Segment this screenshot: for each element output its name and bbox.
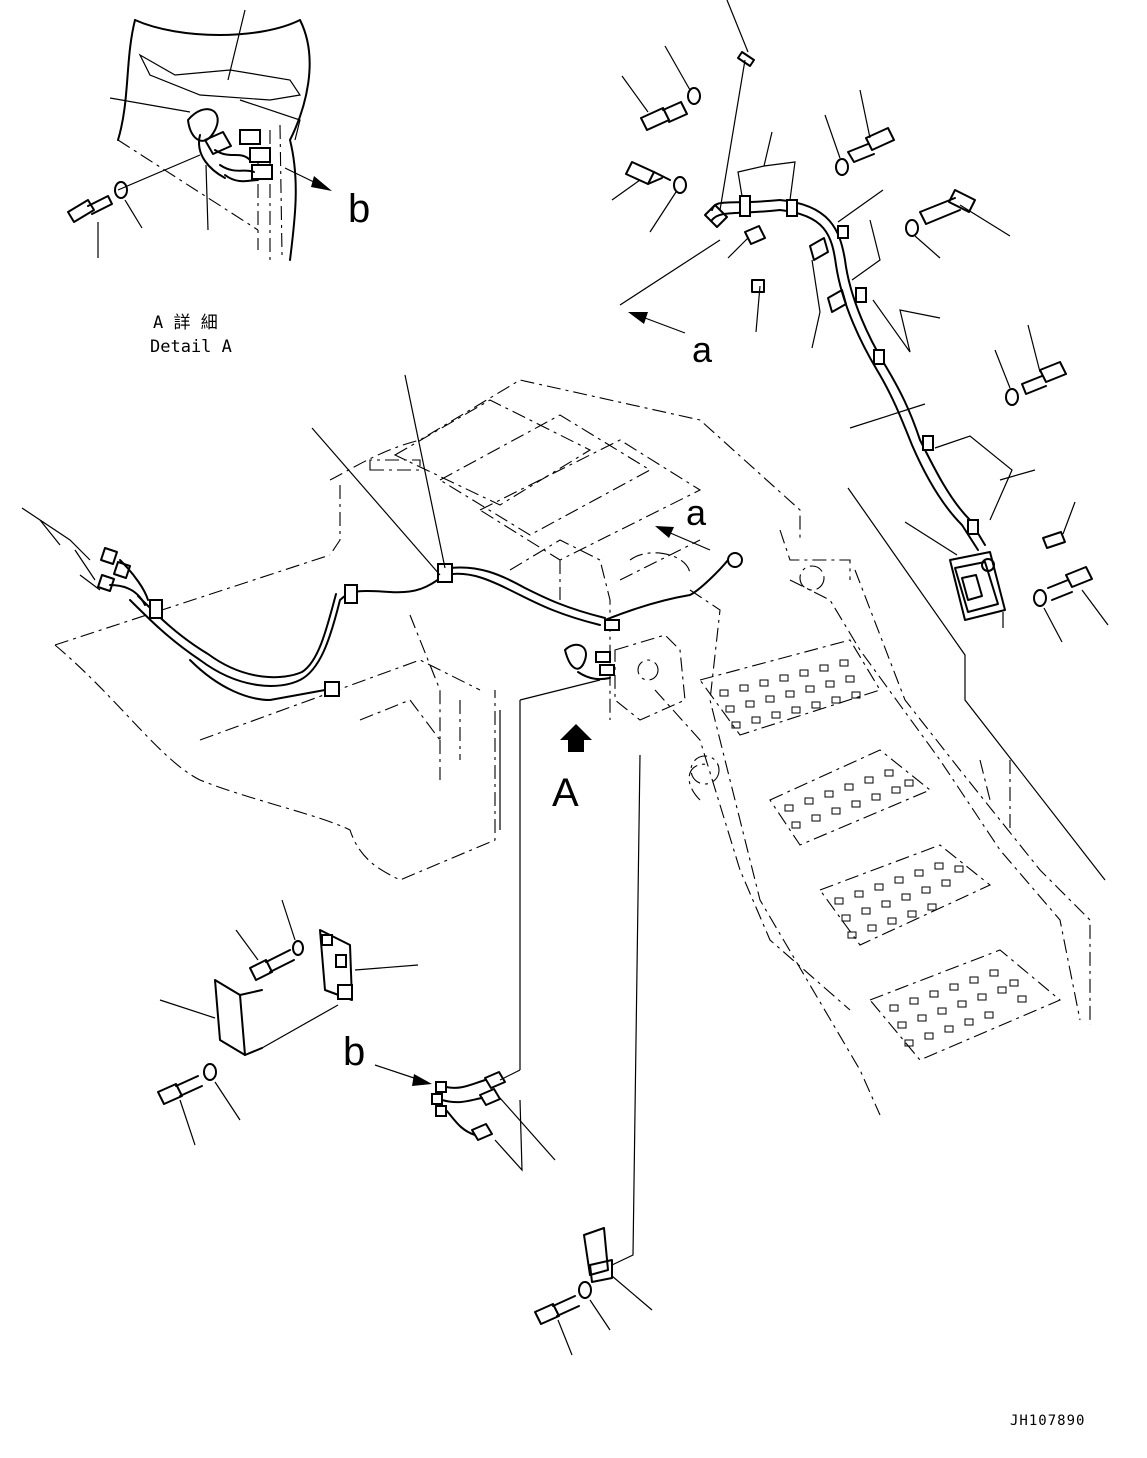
detail-a-title-jp: A 詳 細: [153, 313, 218, 333]
bolt-4: [905, 189, 1011, 259]
step-2: [769, 749, 932, 846]
bolt-1: [621, 45, 701, 131]
bracket-plate: [904, 521, 1006, 628]
bolt-2: [611, 161, 687, 233]
bolt-5: [994, 324, 1067, 406]
relay-bracket-parts: [157, 899, 419, 1146]
detail-a-title-en: Detail A: [150, 337, 232, 357]
label-b-detail: b: [348, 187, 370, 231]
label-a-mid: a: [686, 492, 707, 533]
bottom-clip-parts: [534, 754, 653, 1356]
step-grating: [719, 659, 1027, 1047]
ground-terminals: [374, 1064, 556, 1172]
detail-a-view: [67, 9, 332, 261]
drawing-code: JH107890: [1010, 1413, 1085, 1429]
step-4: [869, 949, 1062, 1061]
detail-connector-cluster: [187, 108, 273, 183]
bolt-3: [824, 89, 895, 176]
bolt-6: [1042, 501, 1076, 549]
machine-body: [54, 379, 1091, 1116]
step-3: [819, 844, 992, 946]
label-a-top: a: [692, 329, 713, 370]
step-1: [699, 639, 881, 736]
detail-bolt: [67, 181, 143, 258]
bolt-7: [1033, 566, 1109, 643]
machine-harness: [21, 374, 743, 1070]
label-b-lower: b: [343, 1030, 365, 1074]
harness-assembly-exploded: [611, 0, 1109, 881]
label-view-a: A: [552, 771, 579, 815]
